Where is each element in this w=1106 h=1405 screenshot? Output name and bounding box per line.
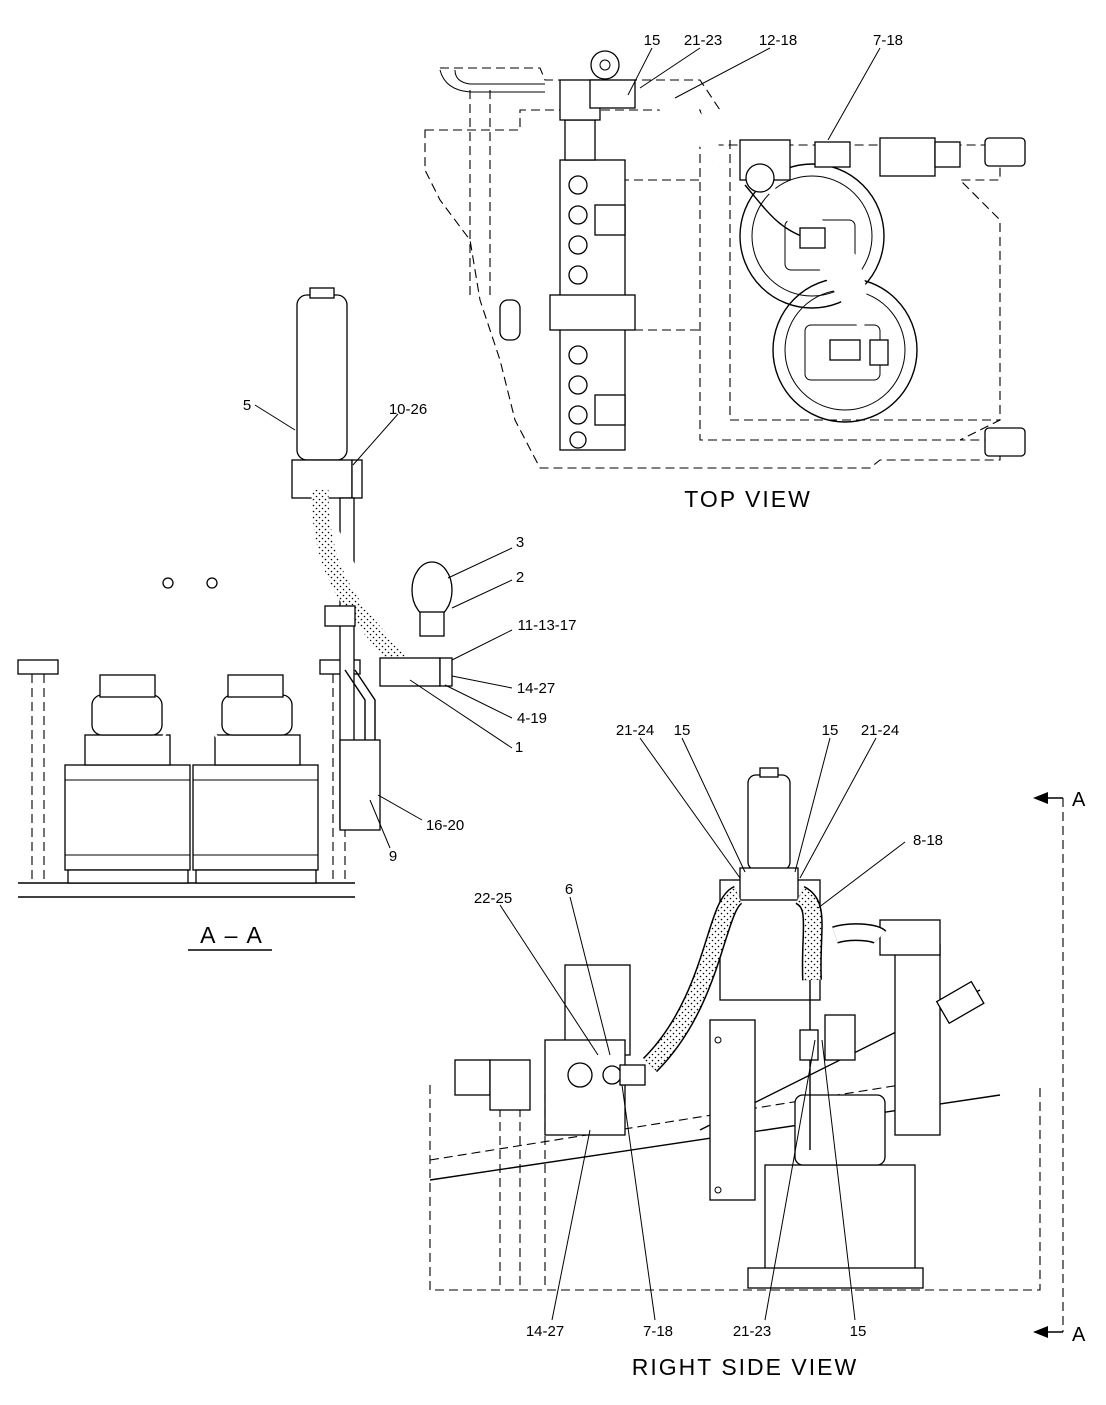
travel-motor-upper bbox=[739, 163, 885, 309]
callout-rs-22-25: 22-25 bbox=[474, 890, 512, 907]
section-marker-aa: A A bbox=[1033, 789, 1086, 1346]
top-filter-block bbox=[589, 79, 636, 109]
callout-top-7-18: 7-18 bbox=[873, 32, 903, 49]
top-view: 15 21-23 12-18 7-18 TOP VIEW bbox=[424, 32, 1026, 512]
rs-travel-motor bbox=[764, 1164, 916, 1286]
filter-canister bbox=[296, 294, 348, 461]
callout-rs-6: 6 bbox=[565, 881, 573, 898]
callout-rs-21-23: 21-23 bbox=[733, 1323, 771, 1340]
accumulator-manifold bbox=[379, 657, 441, 687]
callout-aa-9: 9 bbox=[389, 848, 397, 865]
control-valve-stack bbox=[499, 79, 636, 451]
callout-aa-16-20: 16-20 bbox=[426, 817, 464, 834]
callout-rs-14-27: 14-27 bbox=[526, 1323, 564, 1340]
callout-aa-14-27: 14-27 bbox=[517, 680, 555, 697]
callout-aa-10-26: 10-26 bbox=[389, 401, 427, 418]
callout-rs-15-bottom: 15 bbox=[850, 1323, 867, 1340]
rs-valve-plate bbox=[894, 944, 941, 1136]
callout-aa-2: 2 bbox=[516, 569, 524, 586]
callout-aa-5: 5 bbox=[243, 397, 251, 414]
rs-filter-canister bbox=[747, 774, 791, 871]
top-valve-block bbox=[879, 137, 936, 177]
aa-travel-motor-left bbox=[64, 674, 191, 884]
callout-top-12-18: 12-18 bbox=[759, 32, 797, 49]
callout-rs-21-24-right: 21-24 bbox=[861, 722, 899, 739]
callout-rs-8-18: 8-18 bbox=[913, 832, 943, 849]
callout-rs-21-24-left: 21-24 bbox=[616, 722, 654, 739]
callout-rs-15-right: 15 bbox=[822, 722, 839, 739]
section-marker-bottom-label: A bbox=[1072, 1324, 1086, 1346]
callout-top-21-23: 21-23 bbox=[684, 32, 722, 49]
right-side-view: 21-24 15 15 21-24 8-18 22-25 6 14-27 7-1… bbox=[429, 722, 1041, 1380]
callout-aa-3: 3 bbox=[516, 534, 524, 551]
top-view-title: TOP VIEW bbox=[684, 486, 812, 512]
callout-aa-1: 1 bbox=[515, 739, 523, 756]
callout-rs-7-18: 7-18 bbox=[643, 1323, 673, 1340]
callout-rs-15-left: 15 bbox=[674, 722, 691, 739]
section-aa-view: 5 10-26 3 2 11-13-17 14-27 4-19 1 16-20 … bbox=[17, 287, 577, 951]
callout-top-15: 15 bbox=[644, 32, 661, 49]
callout-aa-11-13-17: 11-13-17 bbox=[518, 617, 577, 634]
section-marker-top-label: A bbox=[1072, 789, 1086, 811]
rs-pump-assembly bbox=[454, 964, 646, 1136]
right-side-view-title: RIGHT SIDE VIEW bbox=[632, 1354, 858, 1380]
aa-travel-motor-right bbox=[192, 674, 319, 884]
callout-aa-4-19: 4-19 bbox=[517, 710, 547, 727]
section-aa-title: A – A bbox=[200, 922, 264, 948]
accumulator bbox=[411, 561, 453, 619]
